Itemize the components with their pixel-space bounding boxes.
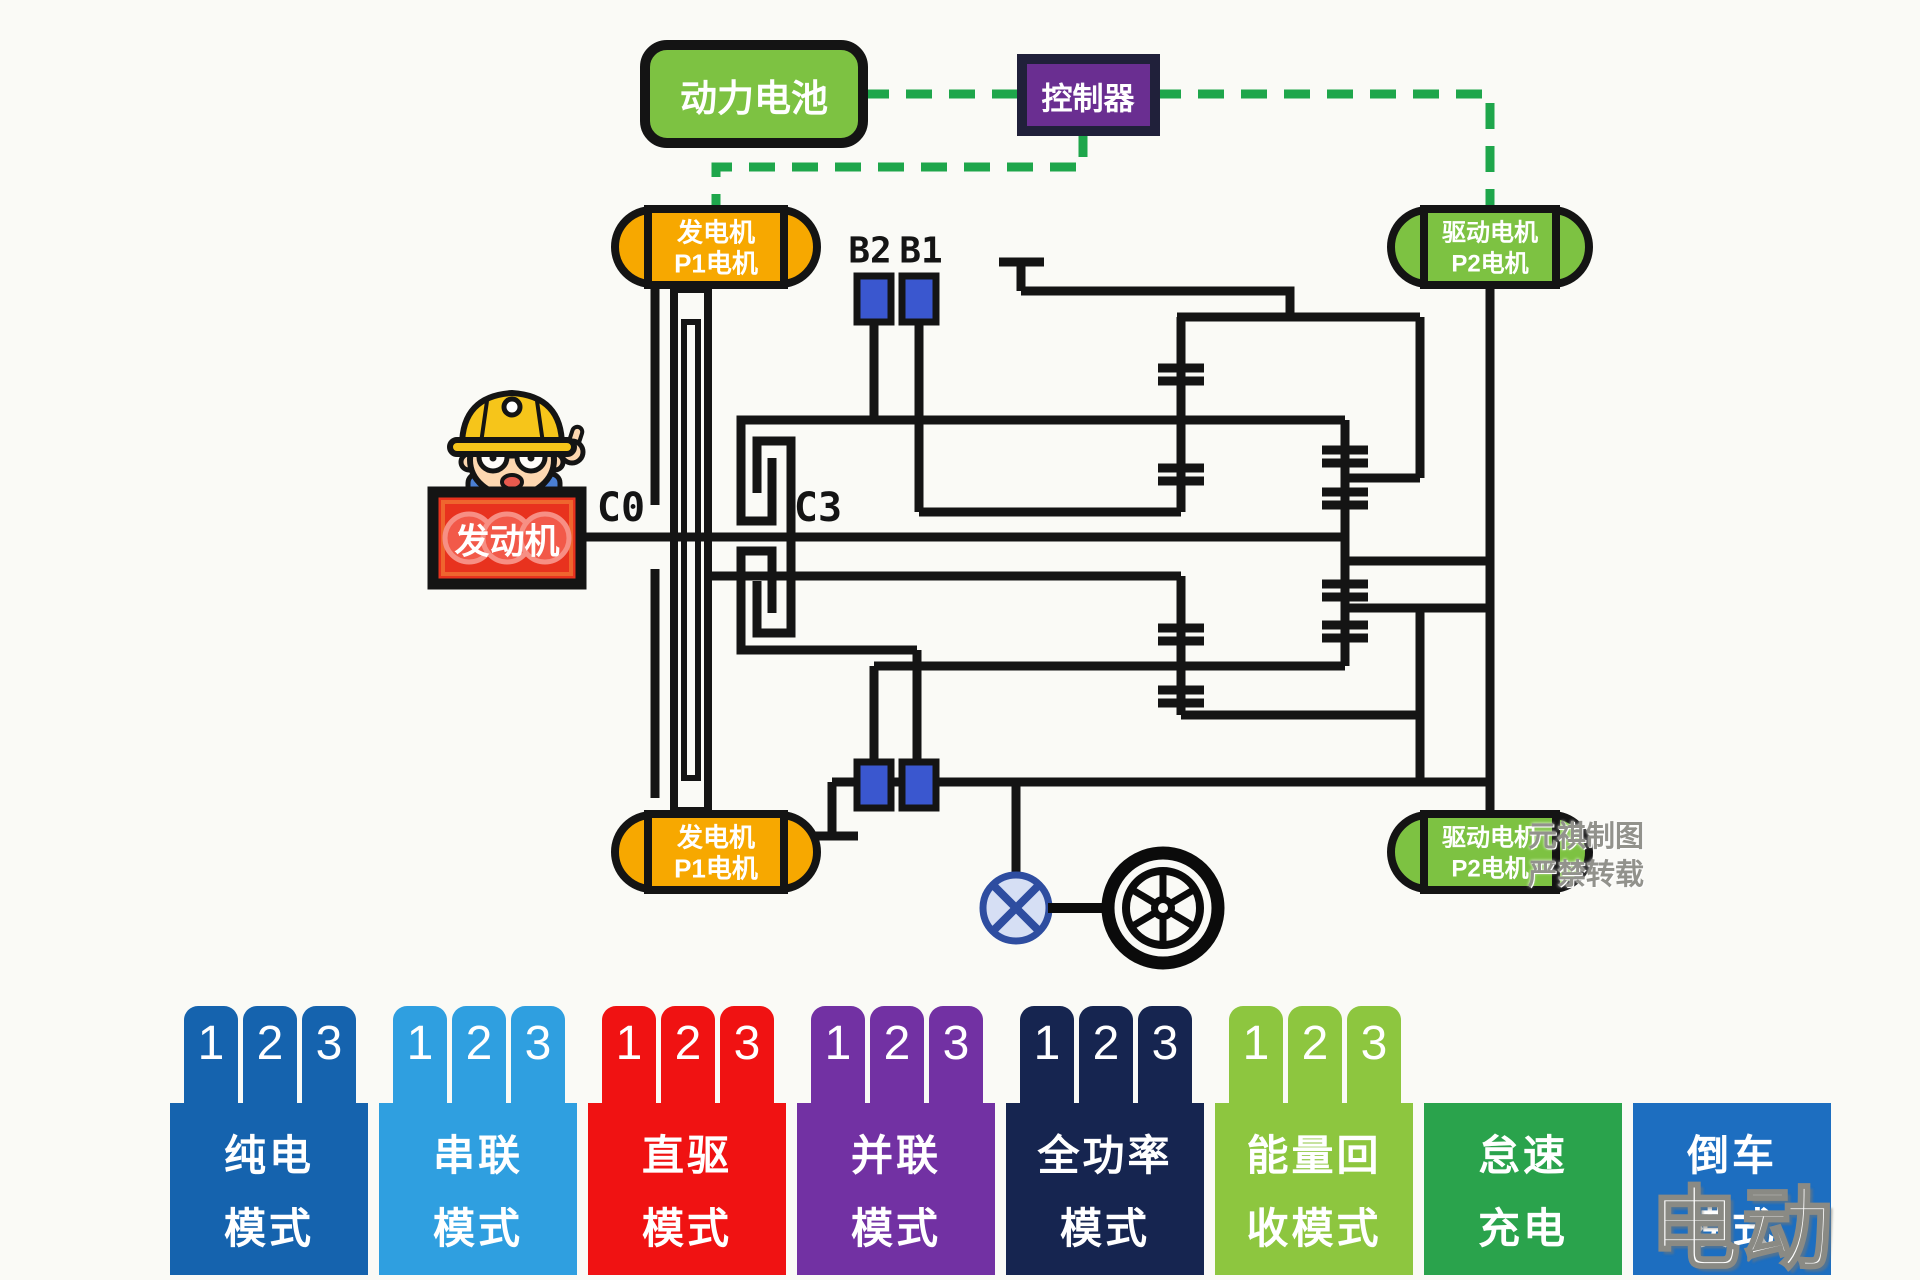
mode-label-line2: 模式 <box>1059 1205 1150 1252</box>
mode-card-full-power: 1 2 3 全功率 模式 <box>1006 1006 1204 1275</box>
mode-card-label: 能量回 收模式 <box>1215 1103 1413 1275</box>
battery-label: 动力电池 <box>680 78 828 119</box>
mode-tab: 2 <box>452 1006 506 1103</box>
mode-label-line2: 模式 <box>850 1205 941 1252</box>
drive-motor-top-line2: P2电机 <box>1451 250 1529 278</box>
drive-motor-top-line1: 驱动电机 <box>1442 219 1538 247</box>
mode-tab: 3 <box>720 1006 774 1103</box>
b1-brake-bottom <box>898 758 940 812</box>
mode-label-line2: 模式 <box>432 1205 523 1252</box>
mode-tabs: 1 2 3 <box>811 1006 983 1103</box>
mode-tab: 1 <box>1229 1006 1283 1103</box>
mode-label-line1: 怠速 <box>1477 1132 1568 1179</box>
green-signal-lines <box>711 89 1495 206</box>
differential-icon <box>979 871 1053 945</box>
mode-tab: 3 <box>511 1006 565 1103</box>
b1-brake-top <box>898 272 940 326</box>
c0-label: C0 <box>596 485 646 531</box>
mode-card-direct-drive: 1 2 3 直驱 模式 <box>588 1006 786 1275</box>
mode-card-label: 纯电 模式 <box>170 1103 368 1275</box>
mode-tabs: 1 2 3 <box>602 1006 774 1103</box>
credit-line2: 严禁转载 <box>1528 859 1645 891</box>
mode-tab: 1 <box>602 1006 656 1103</box>
anchor-bottom-icon <box>806 782 858 841</box>
mode-tab: 2 <box>243 1006 297 1103</box>
mode-label-line2: 充电 <box>1477 1205 1568 1252</box>
engine-box <box>427 486 587 590</box>
generator-drum <box>670 285 712 815</box>
controller-box <box>1017 54 1160 136</box>
anchor-top-icon <box>999 257 1420 322</box>
mode-tab: 2 <box>661 1006 715 1103</box>
mode-label-line1: 全功率 <box>1037 1132 1173 1179</box>
mode-card-parallel: 1 2 3 并联 模式 <box>797 1006 995 1275</box>
credit-line1: 元祺制图 <box>1528 821 1645 853</box>
mode-card-reverse: 倒车 模式 <box>1633 1006 1831 1275</box>
battery-box <box>640 40 868 148</box>
b2-label: B2 <box>848 230 892 272</box>
mode-tab: 1 <box>811 1006 865 1103</box>
engineer-character <box>447 389 586 503</box>
b2-brake-top <box>853 272 895 326</box>
mode-label-line2: 模式 <box>223 1205 314 1252</box>
c3-label: C3 <box>793 485 843 531</box>
mode-tabs: 1 2 3 <box>393 1006 565 1103</box>
mode-label-line2: 收模式 <box>1246 1205 1382 1252</box>
generator-capsule-top <box>611 205 821 289</box>
mode-tabs: 1 2 3 <box>184 1006 356 1103</box>
mode-card-energy-recovery: 1 2 3 能量回 收模式 <box>1215 1006 1413 1275</box>
mode-label-line1: 并联 <box>850 1132 941 1179</box>
mode-card-series: 1 2 3 串联 模式 <box>379 1006 577 1275</box>
drive-motor-capsule-top <box>1387 205 1593 289</box>
mode-tab: 3 <box>1138 1006 1192 1103</box>
mode-tab: 1 <box>184 1006 238 1103</box>
mode-tabs: 1 2 3 <box>1020 1006 1192 1103</box>
b1-label: B1 <box>899 230 943 272</box>
drive-motor-bottom-line1: 驱动电机 <box>1442 824 1538 852</box>
drive-motor-capsule-bottom <box>1387 810 1593 894</box>
wheel-icon <box>1101 846 1225 970</box>
mode-tab: 1 <box>393 1006 447 1103</box>
generator-bottom-line1: 发电机 <box>676 822 756 853</box>
mode-label-line1: 串联 <box>432 1132 523 1179</box>
controller-label: 控制器 <box>1041 81 1135 117</box>
generator-top-line1: 发电机 <box>676 217 756 248</box>
mode-tab: 3 <box>1347 1006 1401 1103</box>
mode-card-label: 并联 模式 <box>797 1103 995 1275</box>
drive-motor-bottom-line2: P2电机 <box>1451 855 1529 883</box>
mode-card-pure-ev: 1 2 3 纯电 模式 <box>170 1006 368 1275</box>
gear-train-network <box>577 257 1495 875</box>
mode-tab: 2 <box>870 1006 924 1103</box>
brand-watermark-main: 电动 <box>1649 1179 1834 1280</box>
mode-label-line1: 能量回 <box>1246 1132 1382 1179</box>
generator-top-line2: P1电机 <box>674 248 758 279</box>
mode-card-label: 怠速 充电 <box>1424 1103 1622 1275</box>
mode-card-label: 倒车 模式 <box>1633 1103 1831 1275</box>
gear-mesh-symbols <box>1158 363 1368 708</box>
engine-label: 发动机 <box>454 522 560 562</box>
mode-card-label: 全功率 模式 <box>1006 1103 1204 1275</box>
brand-watermark: 电动邦 <box>1649 1156 1920 1280</box>
mode-label-line1: 倒车 <box>1686 1132 1777 1179</box>
mode-tab: 3 <box>929 1006 983 1103</box>
credit-watermark: 元祺制图 严禁转载 <box>1528 818 1644 894</box>
mode-tab: 2 <box>1288 1006 1342 1103</box>
mode-label-line2: 模式 <box>1686 1205 1777 1252</box>
mode-tabs: 1 2 3 <box>1229 1006 1401 1103</box>
mode-card-label: 串联 模式 <box>379 1103 577 1275</box>
mode-label-line1: 直驱 <box>641 1132 732 1179</box>
generator-capsule-bottom <box>611 810 821 894</box>
mode-card-label: 直驱 模式 <box>588 1103 786 1275</box>
mode-tab: 2 <box>1079 1006 1133 1103</box>
mode-label-line1: 纯电 <box>223 1132 314 1179</box>
upper-right-link <box>1345 317 1425 483</box>
generator-bottom-line2: P1电机 <box>674 853 758 884</box>
b2-brake-bottom <box>853 758 895 812</box>
mode-tab: 3 <box>302 1006 356 1103</box>
mode-label-line2: 模式 <box>641 1205 732 1252</box>
mode-tab: 1 <box>1020 1006 1074 1103</box>
mode-card-idle-charge: 怠速 充电 <box>1424 1006 1622 1275</box>
